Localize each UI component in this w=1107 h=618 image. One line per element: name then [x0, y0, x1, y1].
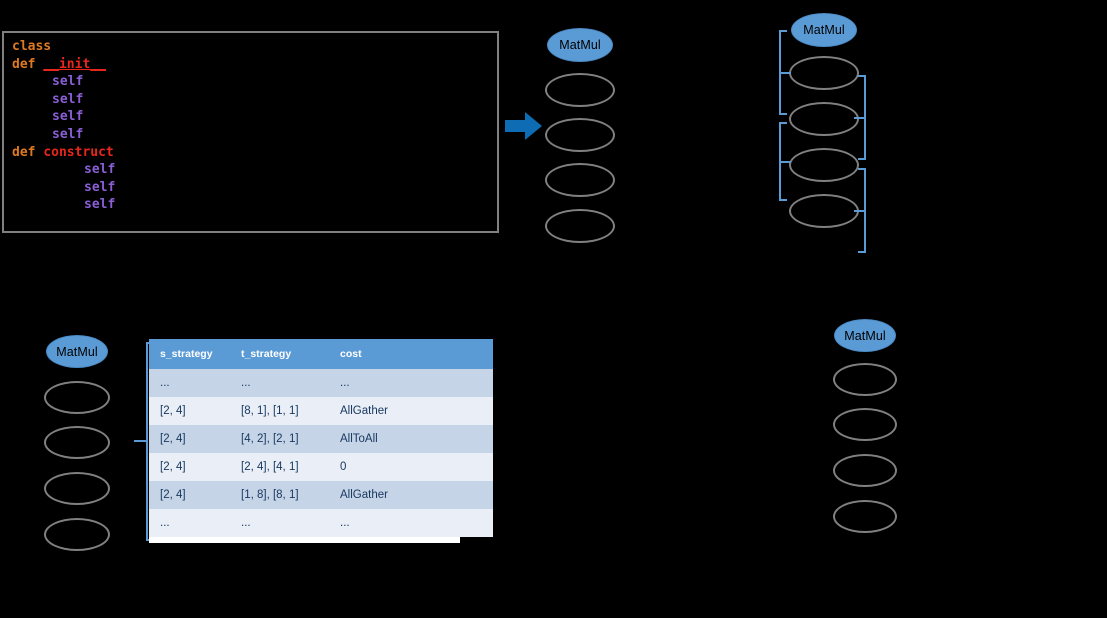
code-token-class: class	[12, 39, 52, 54]
graph-group-bottom-left: MatMul	[44, 335, 110, 551]
graph-group-bottom-right: MatMul	[833, 319, 897, 534]
table-row[interactable]: ... ... ...	[149, 369, 493, 397]
cell-cost: ...	[329, 369, 493, 397]
node-op[interactable]	[789, 102, 859, 136]
cost-table-head: s_strategy t_strategy cost	[149, 339, 493, 369]
cell-t-strategy: ...	[230, 369, 329, 397]
table-row[interactable]: [2, 4] [4, 2], [2, 1] AllToAll	[149, 425, 493, 453]
node-op[interactable]	[44, 426, 110, 459]
node-op[interactable]	[545, 73, 615, 107]
table-row[interactable]: ... ... ...	[149, 509, 493, 537]
node-op[interactable]	[833, 363, 897, 396]
code-line: self	[12, 108, 497, 126]
code-token-self: self	[52, 126, 84, 142]
node-op[interactable]	[833, 500, 897, 533]
node-matmul[interactable]: MatMul	[547, 28, 613, 62]
node-op[interactable]	[789, 56, 859, 90]
node-matmul[interactable]: MatMul	[791, 13, 857, 47]
table-row[interactable]: [2, 4] [1, 8], [8, 1] AllGather	[149, 481, 493, 509]
node-matmul[interactable]: MatMul	[46, 335, 108, 368]
code-token-def: def	[12, 144, 36, 160]
node-op[interactable]	[833, 454, 897, 487]
code-token-self: self	[52, 74, 84, 90]
cell-s-strategy: [2, 4]	[149, 481, 230, 509]
cell-cost: 0	[329, 453, 493, 481]
cell-cost: ...	[329, 509, 493, 537]
node-op[interactable]	[545, 209, 615, 243]
cell-cost: AllGather	[329, 397, 493, 425]
column-header-t-strategy[interactable]: t_strategy	[230, 339, 329, 369]
code-line: def construct	[12, 144, 497, 162]
cell-t-strategy: [1, 8], [8, 1]	[230, 481, 329, 509]
cost-table: s_strategy t_strategy cost ... ... ... […	[149, 339, 493, 543]
code-token-self: self	[84, 162, 116, 178]
cell-cost: AllGather	[329, 481, 493, 509]
node-matmul[interactable]: MatMul	[834, 319, 896, 352]
code-line: self	[12, 161, 497, 179]
node-op[interactable]	[545, 118, 615, 152]
cost-table-body: ... ... ... [2, 4] [8, 1], [1, 1] AllGat…	[149, 369, 493, 537]
graph-group-top-left: MatMul	[545, 28, 615, 243]
cost-table-element: s_strategy t_strategy cost ... ... ... […	[149, 339, 493, 537]
node-op[interactable]	[833, 408, 897, 441]
right-arrow-icon	[505, 111, 543, 141]
cell-t-strategy: [4, 2], [2, 1]	[230, 425, 329, 453]
cell-t-strategy: [2, 4], [4, 1]	[230, 453, 329, 481]
bracket-right-upper	[854, 75, 866, 160]
code-line: def __init__	[12, 56, 497, 74]
node-op[interactable]	[545, 163, 615, 197]
code-token-construct: construct	[43, 144, 114, 160]
code-token-def: def	[12, 56, 36, 72]
code-line: self	[12, 179, 497, 197]
bracket-right-lower	[854, 168, 866, 253]
node-op[interactable]	[44, 381, 110, 414]
cell-s-strategy: [2, 4]	[149, 453, 230, 481]
node-op[interactable]	[789, 148, 859, 182]
cell-t-strategy: ...	[230, 509, 329, 537]
code-token-self: self	[84, 197, 116, 213]
code-token-self: self	[52, 91, 84, 107]
cell-s-strategy: ...	[149, 369, 230, 397]
code-token-self: self	[52, 109, 84, 125]
code-token-self: self	[84, 179, 116, 195]
table-header-row: s_strategy t_strategy cost	[149, 339, 493, 369]
node-op[interactable]	[789, 194, 859, 228]
bracket-left-lower	[779, 122, 791, 201]
node-op[interactable]	[44, 472, 110, 505]
column-header-cost[interactable]: cost	[329, 339, 493, 369]
cell-s-strategy: ...	[149, 509, 230, 537]
cell-s-strategy: [2, 4]	[149, 397, 230, 425]
code-line: self	[12, 126, 497, 144]
code-line: self	[12, 196, 497, 214]
node-op[interactable]	[44, 518, 110, 551]
bracket-left-upper	[779, 30, 791, 115]
table-row[interactable]: [2, 4] [2, 4], [4, 1] 0	[149, 453, 493, 481]
code-line: self	[12, 91, 497, 109]
column-header-s-strategy[interactable]: s_strategy	[149, 339, 230, 369]
code-line: self	[12, 73, 497, 91]
cell-s-strategy: [2, 4]	[149, 425, 230, 453]
cell-cost: AllToAll	[329, 425, 493, 453]
code-line: class	[12, 38, 497, 56]
graph-group-top-right: MatMul	[789, 13, 859, 243]
code-block: class def __init__ self self self self d…	[2, 31, 499, 233]
cell-t-strategy: [8, 1], [1, 1]	[230, 397, 329, 425]
code-token-init: __init__	[43, 56, 106, 72]
table-row[interactable]: [2, 4] [8, 1], [1, 1] AllGather	[149, 397, 493, 425]
